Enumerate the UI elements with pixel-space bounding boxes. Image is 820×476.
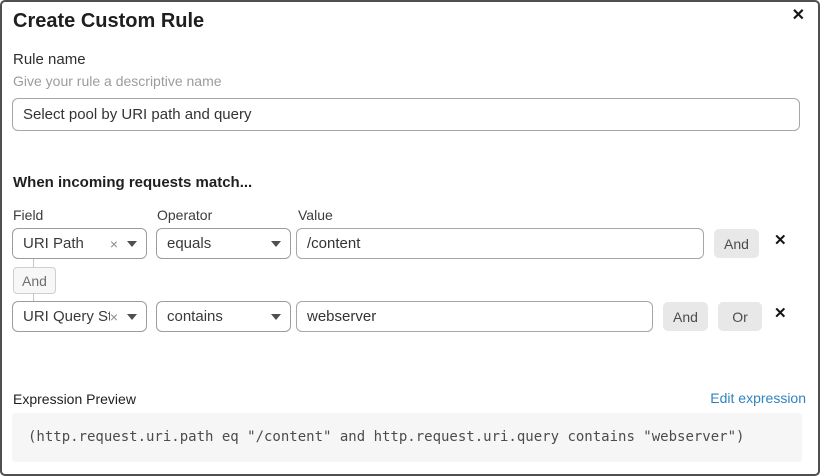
delete-condition-icon[interactable]: ✕ (774, 305, 787, 322)
connector-line (33, 293, 34, 302)
close-icon[interactable]: ✕ (791, 7, 805, 24)
chevron-down-icon (127, 313, 137, 320)
rule-name-input[interactable] (12, 98, 800, 131)
field-column-label: Field (13, 207, 44, 223)
operator-select-value: contains (167, 308, 223, 325)
operator-select[interactable]: contains (156, 301, 291, 332)
condition-row-1: URI Path × equals And ✕ (2, 228, 818, 259)
rule-name-label: Rule name (13, 51, 86, 68)
match-section-heading: When incoming requests match... (13, 174, 253, 191)
and-button[interactable]: And (714, 229, 759, 258)
and-button[interactable]: And (663, 302, 708, 331)
operator-select[interactable]: equals (156, 228, 291, 259)
value-input[interactable] (296, 301, 653, 332)
operator-select-value: equals (167, 235, 212, 252)
dialog-title: Create Custom Rule (13, 10, 205, 32)
delete-condition-icon[interactable]: ✕ (774, 232, 787, 249)
field-select[interactable]: URI Query St... × (12, 301, 147, 332)
and-connector-badge: And (13, 267, 56, 294)
value-input[interactable] (296, 228, 704, 259)
condition-row-2: URI Query St... × contains And Or ✕ (2, 301, 818, 332)
edit-expression-link[interactable]: Edit expression (710, 390, 806, 406)
expression-preview-code: (http.request.uri.path eq "/content" and… (12, 413, 802, 462)
clear-selection-icon[interactable]: × (109, 235, 118, 252)
clear-selection-icon[interactable]: × (109, 308, 118, 325)
chevron-down-icon (127, 240, 137, 247)
rule-name-hint: Give your rule a descriptive name (13, 73, 222, 89)
chevron-down-icon (271, 313, 281, 320)
field-select[interactable]: URI Path × (12, 228, 147, 259)
value-column-label: Value (298, 207, 333, 223)
field-select-value: URI Query St... (23, 308, 110, 325)
connector-line (33, 259, 34, 268)
expression-preview-label: Expression Preview (13, 391, 136, 407)
chevron-down-icon (271, 240, 281, 247)
field-select-value: URI Path (23, 235, 84, 252)
operator-column-label: Operator (157, 207, 213, 223)
or-button[interactable]: Or (718, 302, 762, 331)
